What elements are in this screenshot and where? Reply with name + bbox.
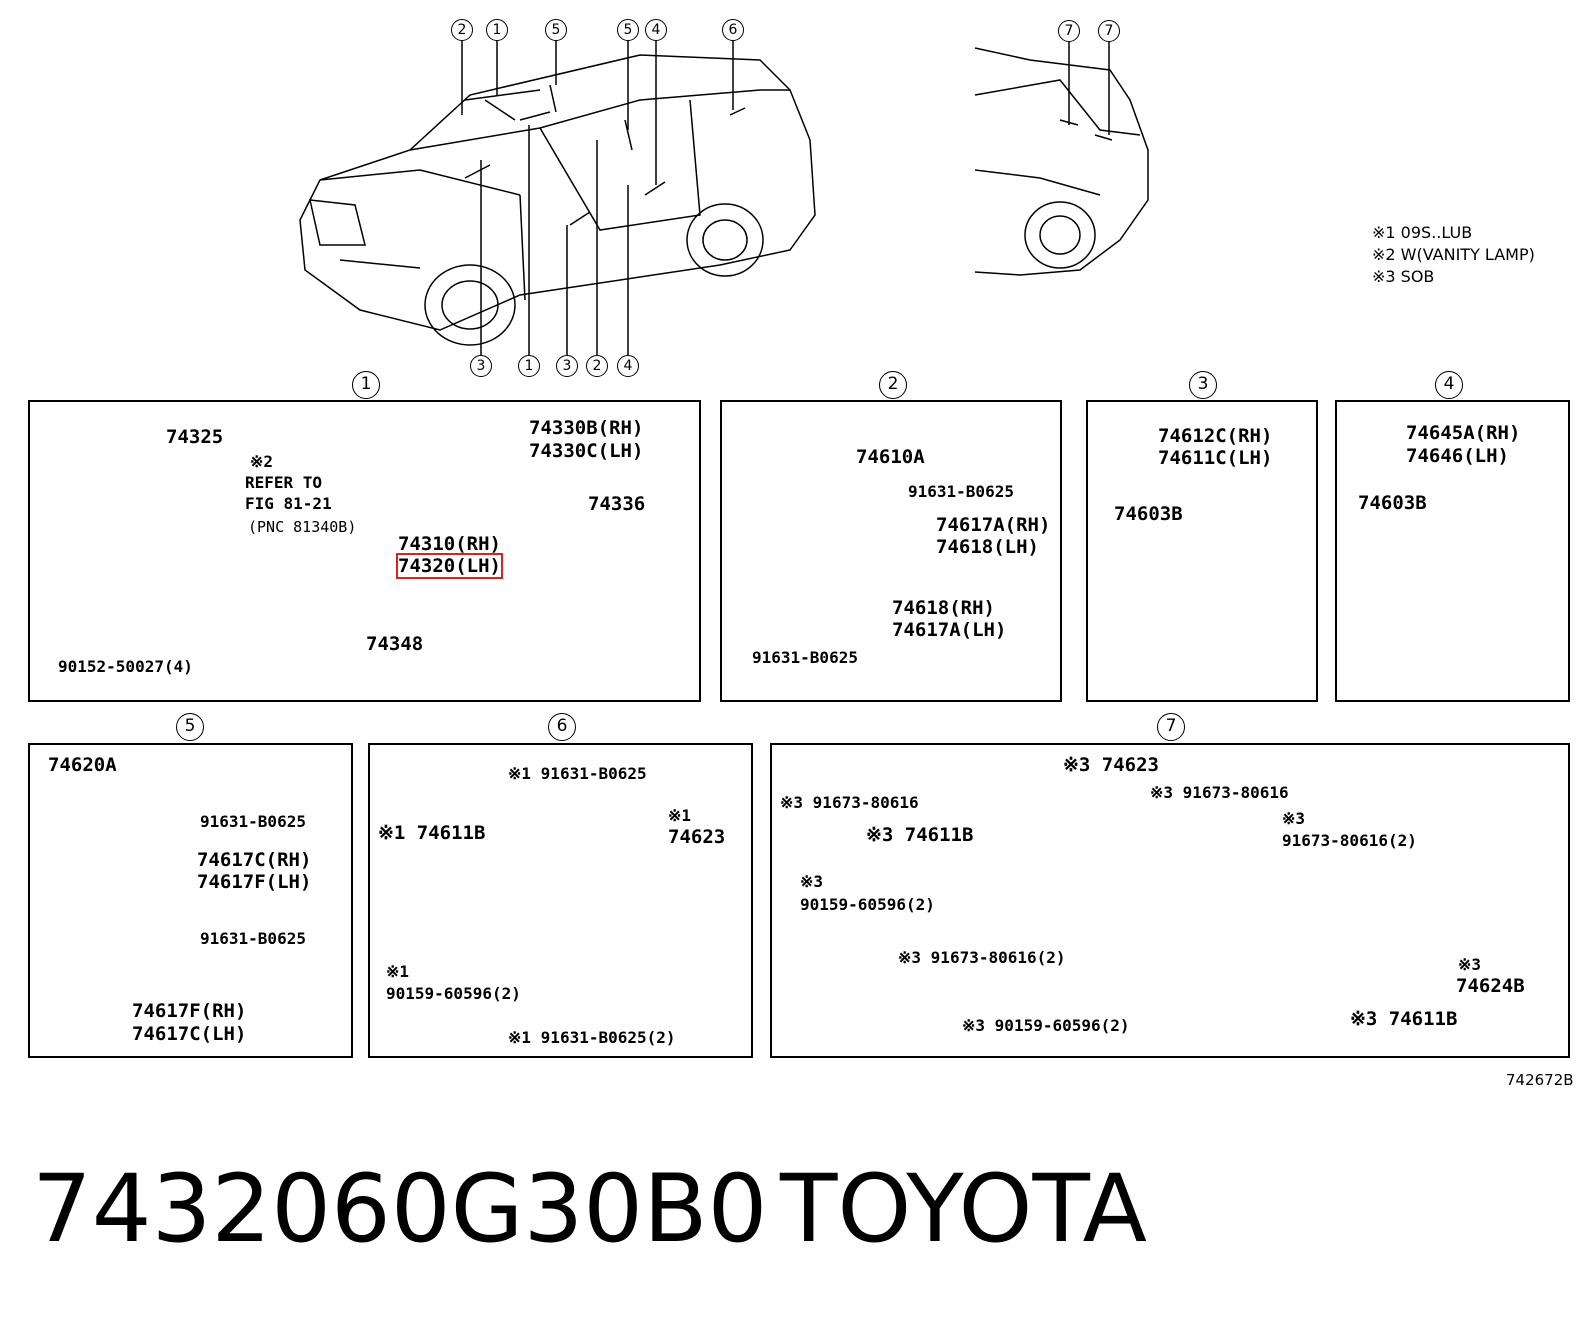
part-91631-b0625-2[interactable]: ※1 91631-B0625(2) [508, 1028, 676, 1047]
part-74617c-rh[interactable]: 74617C(RH) [197, 849, 312, 871]
callout-6: 6 [722, 19, 744, 41]
figure-code: 742672B [1506, 1071, 1574, 1089]
part-91631-b0625-lower[interactable]: 91631-B0625 [200, 929, 306, 948]
part-74618-rh[interactable]: 74618(RH) [892, 597, 995, 619]
part-90159-60596-2-lower[interactable]: ※3 90159-60596(2) [962, 1016, 1130, 1035]
callout-1: 1 [486, 19, 508, 41]
note-ref-3: ※3 [1282, 809, 1306, 828]
callout-2: 2 [451, 19, 473, 41]
part-74617a-rh[interactable]: 74617A(RH) [936, 514, 1051, 536]
note-ref-3-c: ※3 [1458, 955, 1482, 974]
part-74603b[interactable]: 74603B [1114, 503, 1183, 525]
part-74611b-s3-lower[interactable]: ※3 74611B [1350, 1008, 1458, 1030]
note-ref-2: ※2 [250, 452, 274, 471]
note-ref-1: ※1 [668, 806, 692, 825]
part-74611b[interactable]: ※1 74611B [378, 822, 486, 844]
panel-number-3: 3 [1189, 371, 1217, 399]
panel-number-6: 6 [548, 713, 576, 741]
part-74325[interactable]: 74325 [166, 426, 224, 448]
callout-5: 5 [617, 19, 639, 41]
part-74320-highlighted[interactable]: 74320(LH) [396, 553, 503, 579]
callout-5: 5 [545, 19, 567, 41]
part-74310[interactable]: 74310(RH) [398, 533, 501, 555]
part-74610a[interactable]: 74610A [856, 446, 925, 468]
callout-4: 4 [617, 355, 639, 377]
part-number: 7432060G30B0 [32, 1155, 768, 1264]
panel-number-4: 4 [1435, 371, 1463, 399]
callout-2: 2 [586, 355, 608, 377]
panel-6 [368, 743, 753, 1058]
part-90159-60596-2[interactable]: 90159-60596(2) [800, 895, 935, 914]
part-74612c[interactable]: 74612C(RH) [1158, 425, 1273, 447]
part-74617f-rh[interactable]: 74617F(RH) [132, 1000, 247, 1022]
panel-7 [770, 743, 1570, 1058]
note-2: ※2 W(VANITY LAMP) [1372, 245, 1535, 264]
part-74620a[interactable]: 74620A [48, 754, 117, 776]
callout-3: 3 [556, 355, 578, 377]
panel-number-7: 7 [1157, 713, 1185, 741]
part-74617f-lh[interactable]: 74617F(LH) [197, 871, 312, 893]
panel-1 [28, 400, 701, 702]
part-74603b[interactable]: 74603B [1358, 492, 1427, 514]
panel-5 [28, 743, 353, 1058]
panel-number-2: 2 [879, 371, 907, 399]
brand-name: TOYOTA [780, 1155, 1147, 1264]
callout-3: 3 [470, 355, 492, 377]
callout-7: 7 [1098, 20, 1120, 42]
part-74617c-lh[interactable]: 74617C(LH) [132, 1023, 247, 1045]
note-ref-3-b: ※3 [800, 872, 824, 891]
refer-fig-text: FIG 81-21 [245, 494, 332, 513]
part-91673-80616-2-lower[interactable]: ※3 91673-80616(2) [898, 948, 1066, 967]
part-74336[interactable]: 74336 [588, 493, 646, 515]
part-74623[interactable]: 74623 [668, 826, 726, 848]
part-91673-80616-a[interactable]: ※3 91673-80616 [780, 793, 919, 812]
refer-pnc-text: (PNC 81340B) [248, 518, 357, 536]
part-74645a[interactable]: 74645A(RH) [1406, 422, 1521, 444]
note-3: ※3 SOB [1372, 267, 1435, 286]
part-74617a-lh[interactable]: 74617A(LH) [892, 619, 1007, 641]
callout-1: 1 [518, 355, 540, 377]
part-74624b[interactable]: 74624B [1456, 975, 1525, 997]
part-74646[interactable]: 74646(LH) [1406, 445, 1509, 467]
part-90159-60596[interactable]: 90159-60596(2) [386, 984, 521, 1003]
callout-7: 7 [1058, 20, 1080, 42]
part-91631-b0625[interactable]: 91631-B0625 [908, 482, 1014, 501]
part-74611b-s3[interactable]: ※3 74611B [866, 824, 974, 846]
note-ref-1-lower: ※1 [386, 962, 410, 981]
part-91631-b0625[interactable]: 91631-B0625 [200, 812, 306, 831]
part-74330b[interactable]: 74330B(RH) [529, 417, 644, 439]
panel-4 [1335, 400, 1570, 702]
panel-3 [1086, 400, 1318, 702]
panel-number-1: 1 [352, 371, 380, 399]
part-74330c[interactable]: 74330C(LH) [529, 440, 644, 462]
part-74618-lh[interactable]: 74618(LH) [936, 536, 1039, 558]
callout-4: 4 [645, 19, 667, 41]
note-1: ※1 09S..LUB [1372, 223, 1473, 242]
part-74623-s3[interactable]: ※3 74623 [1063, 754, 1159, 776]
part-91631-b0625-s1[interactable]: ※1 91631-B0625 [508, 764, 647, 783]
panel-number-5: 5 [176, 713, 204, 741]
refer-to-text: REFER TO [245, 473, 323, 492]
part-91631-b0625-lower[interactable]: 91631-B0625 [752, 648, 858, 667]
part-74611c[interactable]: 74611C(LH) [1158, 447, 1273, 469]
part-91673-80616-2[interactable]: 91673-80616(2) [1282, 831, 1417, 850]
part-74348[interactable]: 74348 [366, 633, 424, 655]
part-91673-80616-b[interactable]: ※3 91673-80616 [1150, 783, 1289, 802]
panel-2 [720, 400, 1062, 702]
part-90152-50027[interactable]: 90152-50027(4) [58, 657, 193, 676]
